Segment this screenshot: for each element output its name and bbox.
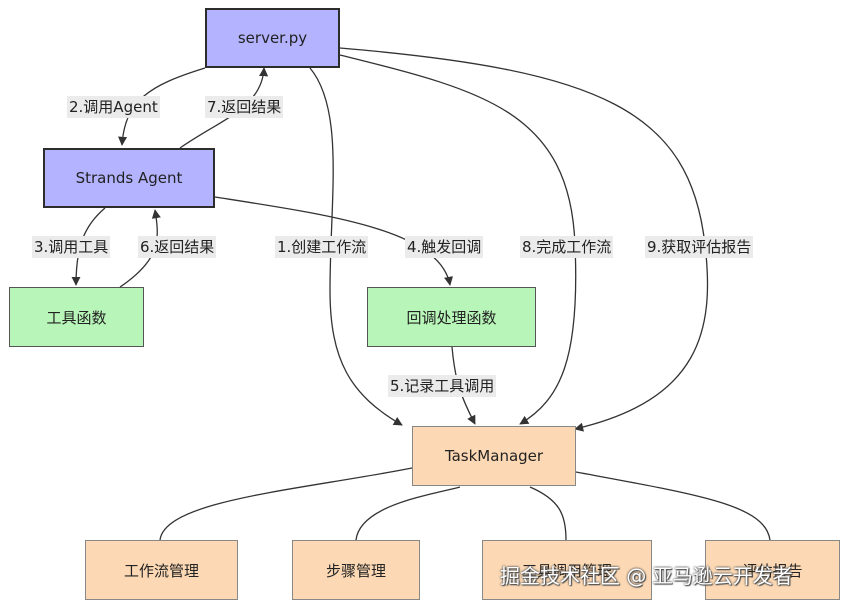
step-management-node: 步骤管理 xyxy=(292,540,420,600)
server-node: server.py xyxy=(205,8,340,68)
edge-label-8: 8.完成工作流 xyxy=(520,236,614,258)
edge-label-1: 1.创建工作流 xyxy=(275,236,369,258)
edge-tm-to-report xyxy=(575,471,771,541)
watermark: 掘金技术社区 @ 亚马逊云开发者 xyxy=(500,564,793,588)
edge-label-2: 2.调用Agent xyxy=(67,96,160,118)
server-node-label: server.py xyxy=(237,29,308,47)
edge-label-3: 3.调用工具 xyxy=(32,236,111,258)
edge-server-to-taskmanager-create xyxy=(309,67,403,426)
workflow-management-node-label: 工作流管理 xyxy=(123,561,199,580)
edge-label-7: 7.返回结果 xyxy=(205,96,284,118)
taskmanager-node: TaskManager xyxy=(412,426,576,486)
edge-label-6: 6.返回结果 xyxy=(138,236,217,258)
tool-functions-node: 工具函数 xyxy=(9,287,144,347)
step-management-node-label: 步骤管理 xyxy=(325,561,386,580)
edge-tm-to-workflow xyxy=(159,467,413,541)
edge-server-to-taskmanager-complete xyxy=(339,54,577,425)
strands-agent-node: Strands Agent xyxy=(43,148,215,208)
callback-handler-node: 回调处理函数 xyxy=(367,287,536,347)
taskmanager-node-label: TaskManager xyxy=(444,447,544,465)
edge-label-4: 4.触发回调 xyxy=(405,236,484,258)
edge-label-9: 9.获取评估报告 xyxy=(645,236,754,258)
edge-agent-to-callback xyxy=(214,196,453,286)
evaluation-report-node: 评估报告 xyxy=(705,540,840,600)
callback-handler-node-label: 回调处理函数 xyxy=(406,308,497,327)
evaluation-report-node-label: 评估报告 xyxy=(742,561,803,580)
edge-server-to-taskmanager-report xyxy=(339,47,709,432)
tool-call-management-node-label: 工具调用管理 xyxy=(521,561,612,580)
edge-tm-to-step xyxy=(355,486,461,541)
workflow-management-node: 工作流管理 xyxy=(85,540,238,600)
edge-tm-to-toolcall xyxy=(529,486,567,541)
tool-functions-node-label: 工具函数 xyxy=(46,308,107,327)
edge-label-5: 5.记录工具调用 xyxy=(388,375,497,397)
tool-call-management-node: 工具调用管理 xyxy=(482,540,652,600)
strands-agent-node-label: Strands Agent xyxy=(75,169,183,187)
